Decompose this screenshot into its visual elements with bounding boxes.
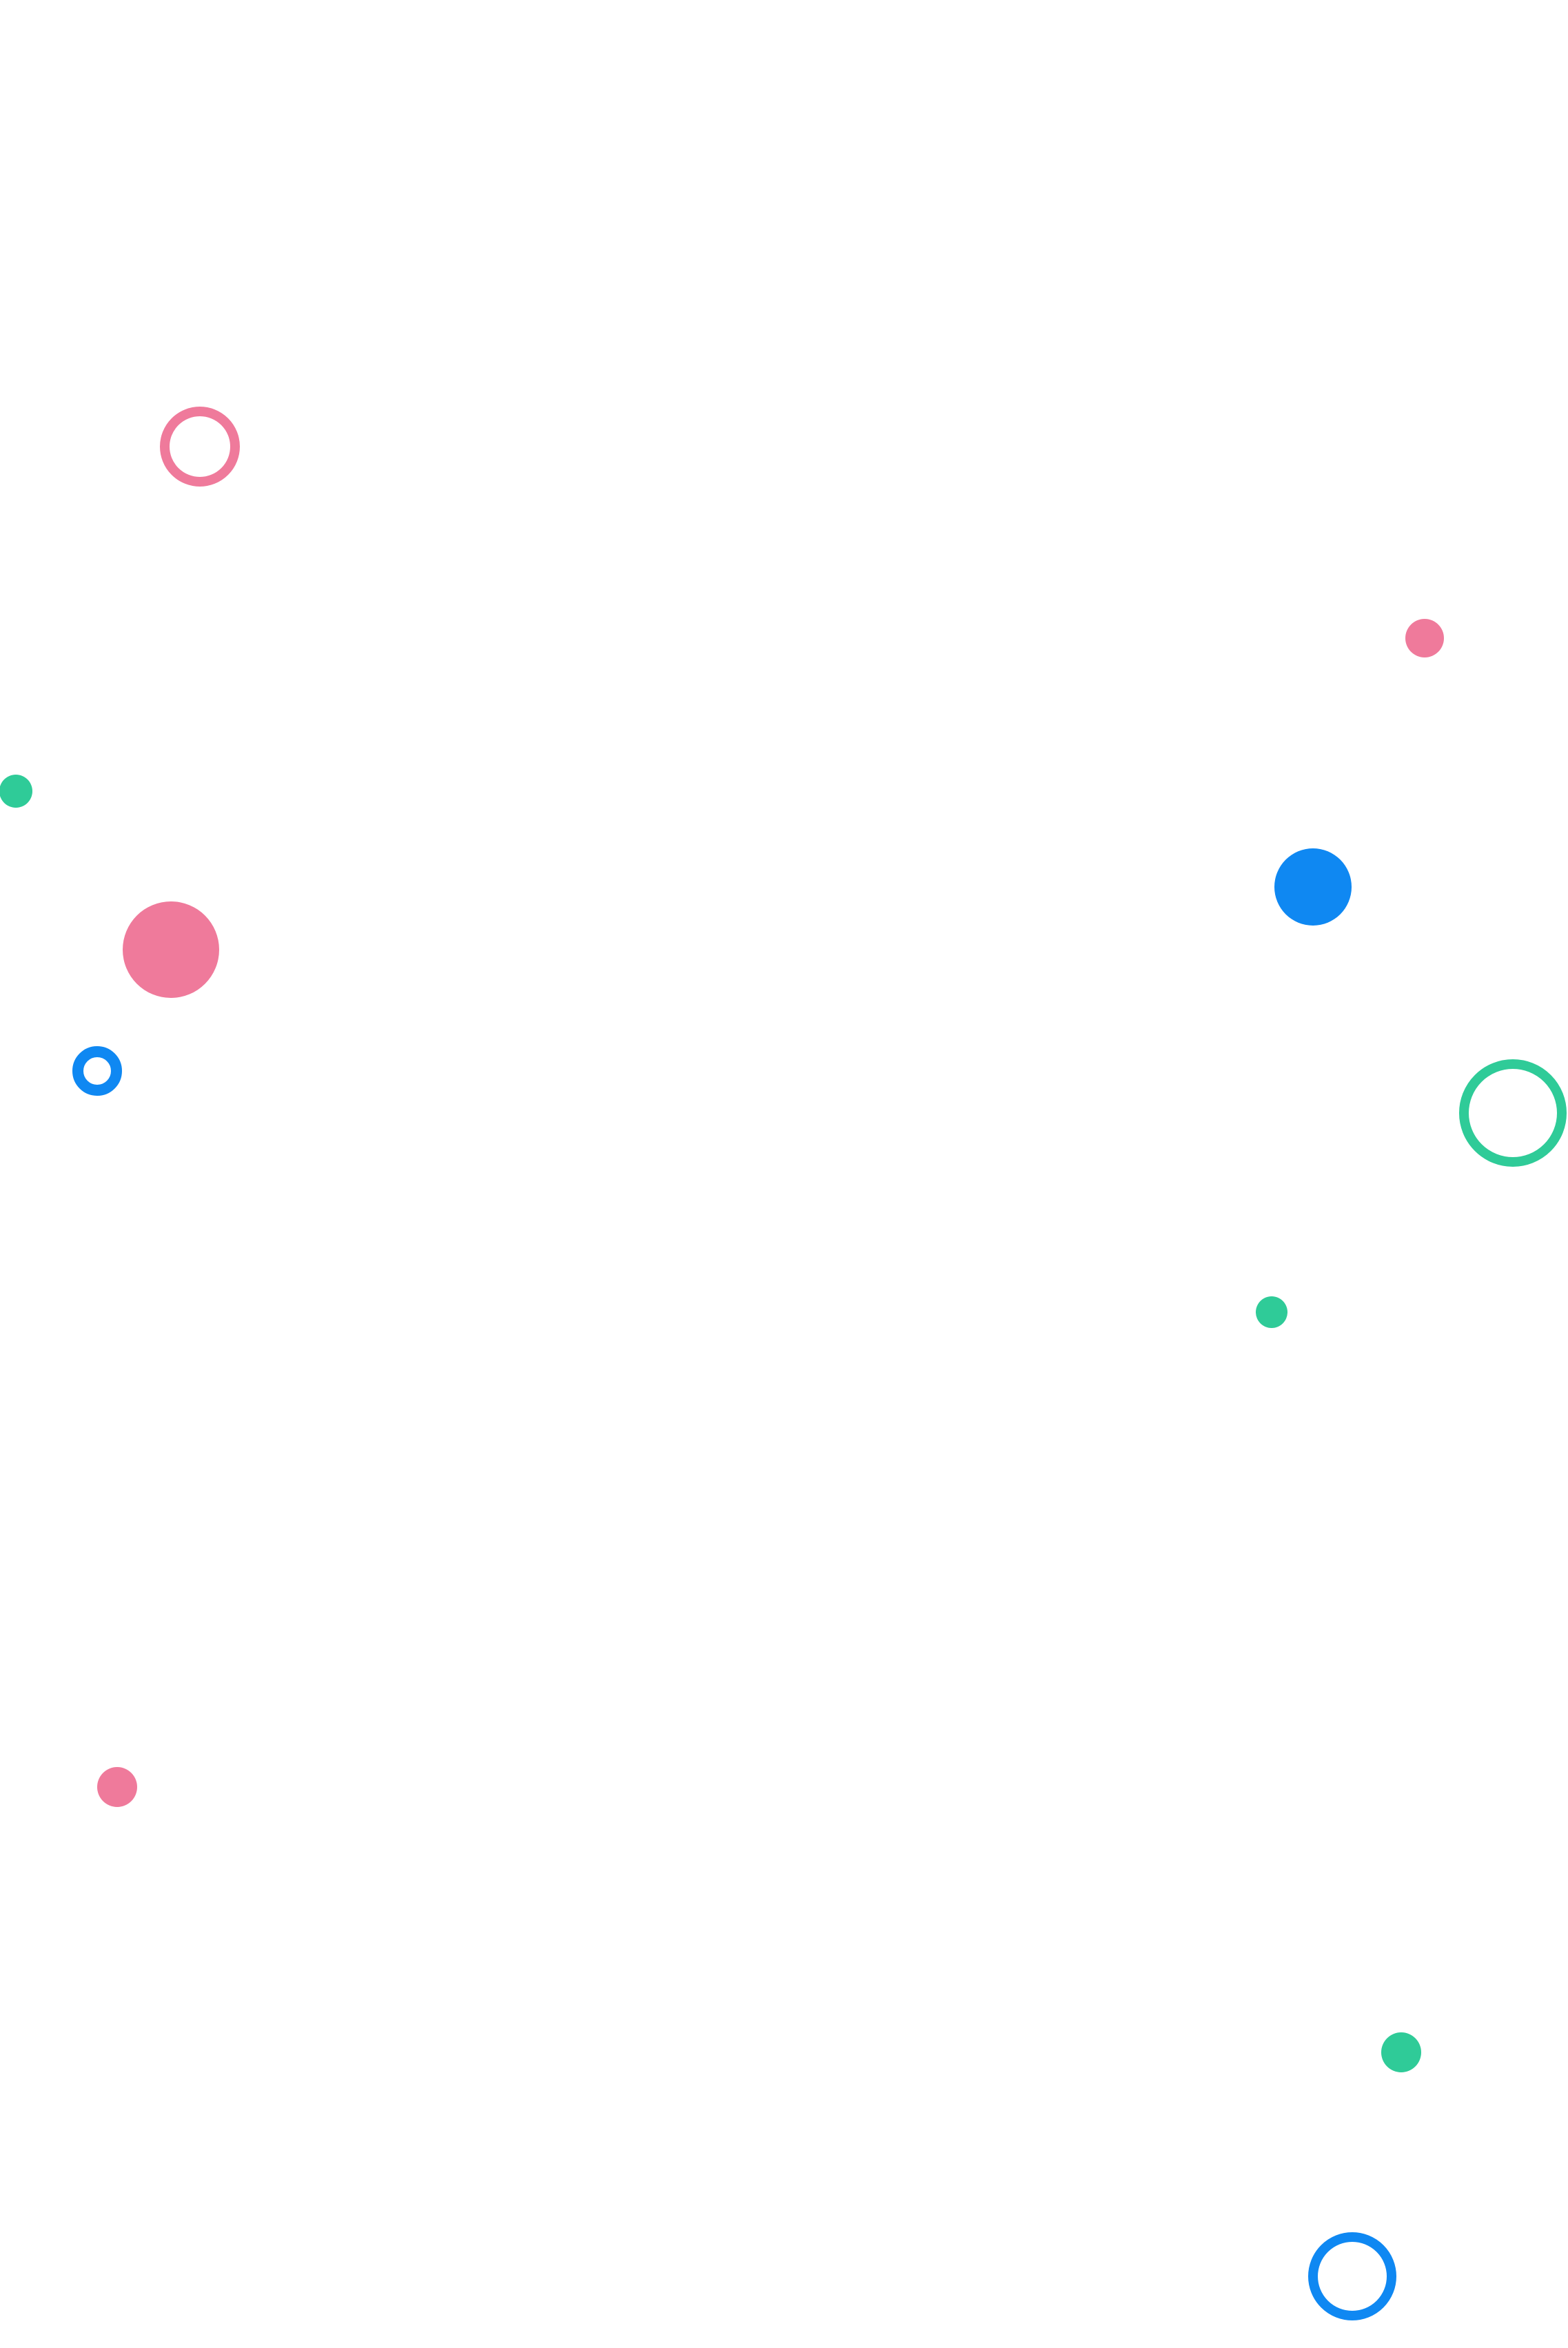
green-dot-icon — [1381, 2032, 1421, 2072]
pink-ring-icon — [160, 407, 240, 487]
pink-dot-icon — [97, 1767, 137, 1807]
green-ring-icon — [1459, 1059, 1567, 1167]
blue-ring-icon — [72, 1046, 122, 1096]
blue-blob-icon — [1274, 848, 1352, 926]
pink-dot-icon — [1405, 619, 1444, 657]
green-dot-icon — [0, 775, 32, 808]
pink-blob-icon — [123, 901, 219, 998]
green-dot-icon — [1256, 1296, 1287, 1328]
blue-ring-icon — [1308, 2232, 1396, 2320]
